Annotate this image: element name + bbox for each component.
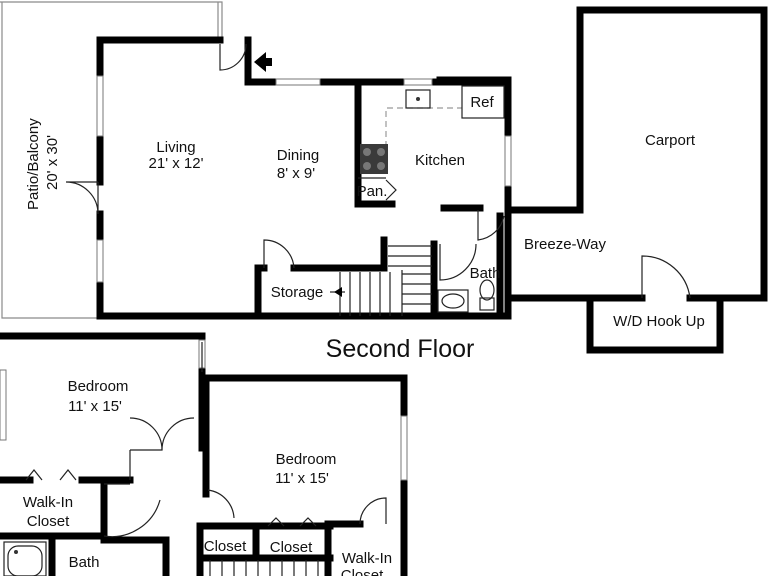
walkin2-line1: Walk-In: [342, 550, 392, 567]
room-labels: Patio/Balcony 20' x 30' Living 21' x 12'…: [23, 94, 705, 576]
kitchen-label: Kitchen: [415, 152, 465, 169]
stairs: [209, 245, 432, 576]
living-size: 21' x 12': [149, 155, 204, 172]
ref-label: Ref: [470, 94, 494, 111]
bedroom1-size: 11' x 15': [68, 398, 122, 415]
walkin1-line2: Closet: [27, 513, 70, 530]
bedroom2-label: Bedroom: [276, 451, 337, 468]
living-label: Living: [156, 139, 195, 156]
walkin2-line2: Closet: [341, 567, 384, 576]
patio-size: 20' x 30': [44, 135, 61, 190]
dining-size: 8' x 9': [277, 165, 315, 182]
floor-heading: Second Floor: [326, 335, 475, 363]
storage-label: Storage: [271, 284, 324, 301]
carport-label: Carport: [645, 132, 696, 149]
kitchen-fixtures: [358, 85, 505, 179]
bedroom2-size: 11' x 15': [275, 470, 329, 487]
entry-arrow-icon: [254, 52, 272, 72]
dining-label: Dining: [277, 147, 320, 164]
wd-label: W/D Hook Up: [613, 313, 705, 330]
bath-label: Bath: [470, 265, 501, 282]
bath2-label: Bath: [69, 554, 100, 571]
walkin1-line1: Walk-In: [23, 494, 73, 511]
doors: [25, 43, 691, 538]
closet-a-label: Closet: [204, 538, 247, 555]
bedroom1-label: Bedroom: [68, 378, 129, 395]
lower-unit-walls: [0, 332, 408, 576]
patio-outline: [0, 1, 223, 319]
bath-fixtures: [3, 279, 495, 576]
carport-walls: [504, 6, 768, 354]
patio-label: Patio/Balcony: [25, 118, 42, 210]
pantry-label: Pan.: [357, 183, 388, 200]
closet-b-label: Closet: [270, 539, 313, 556]
breezeway-label: Breeze-Way: [524, 236, 606, 253]
